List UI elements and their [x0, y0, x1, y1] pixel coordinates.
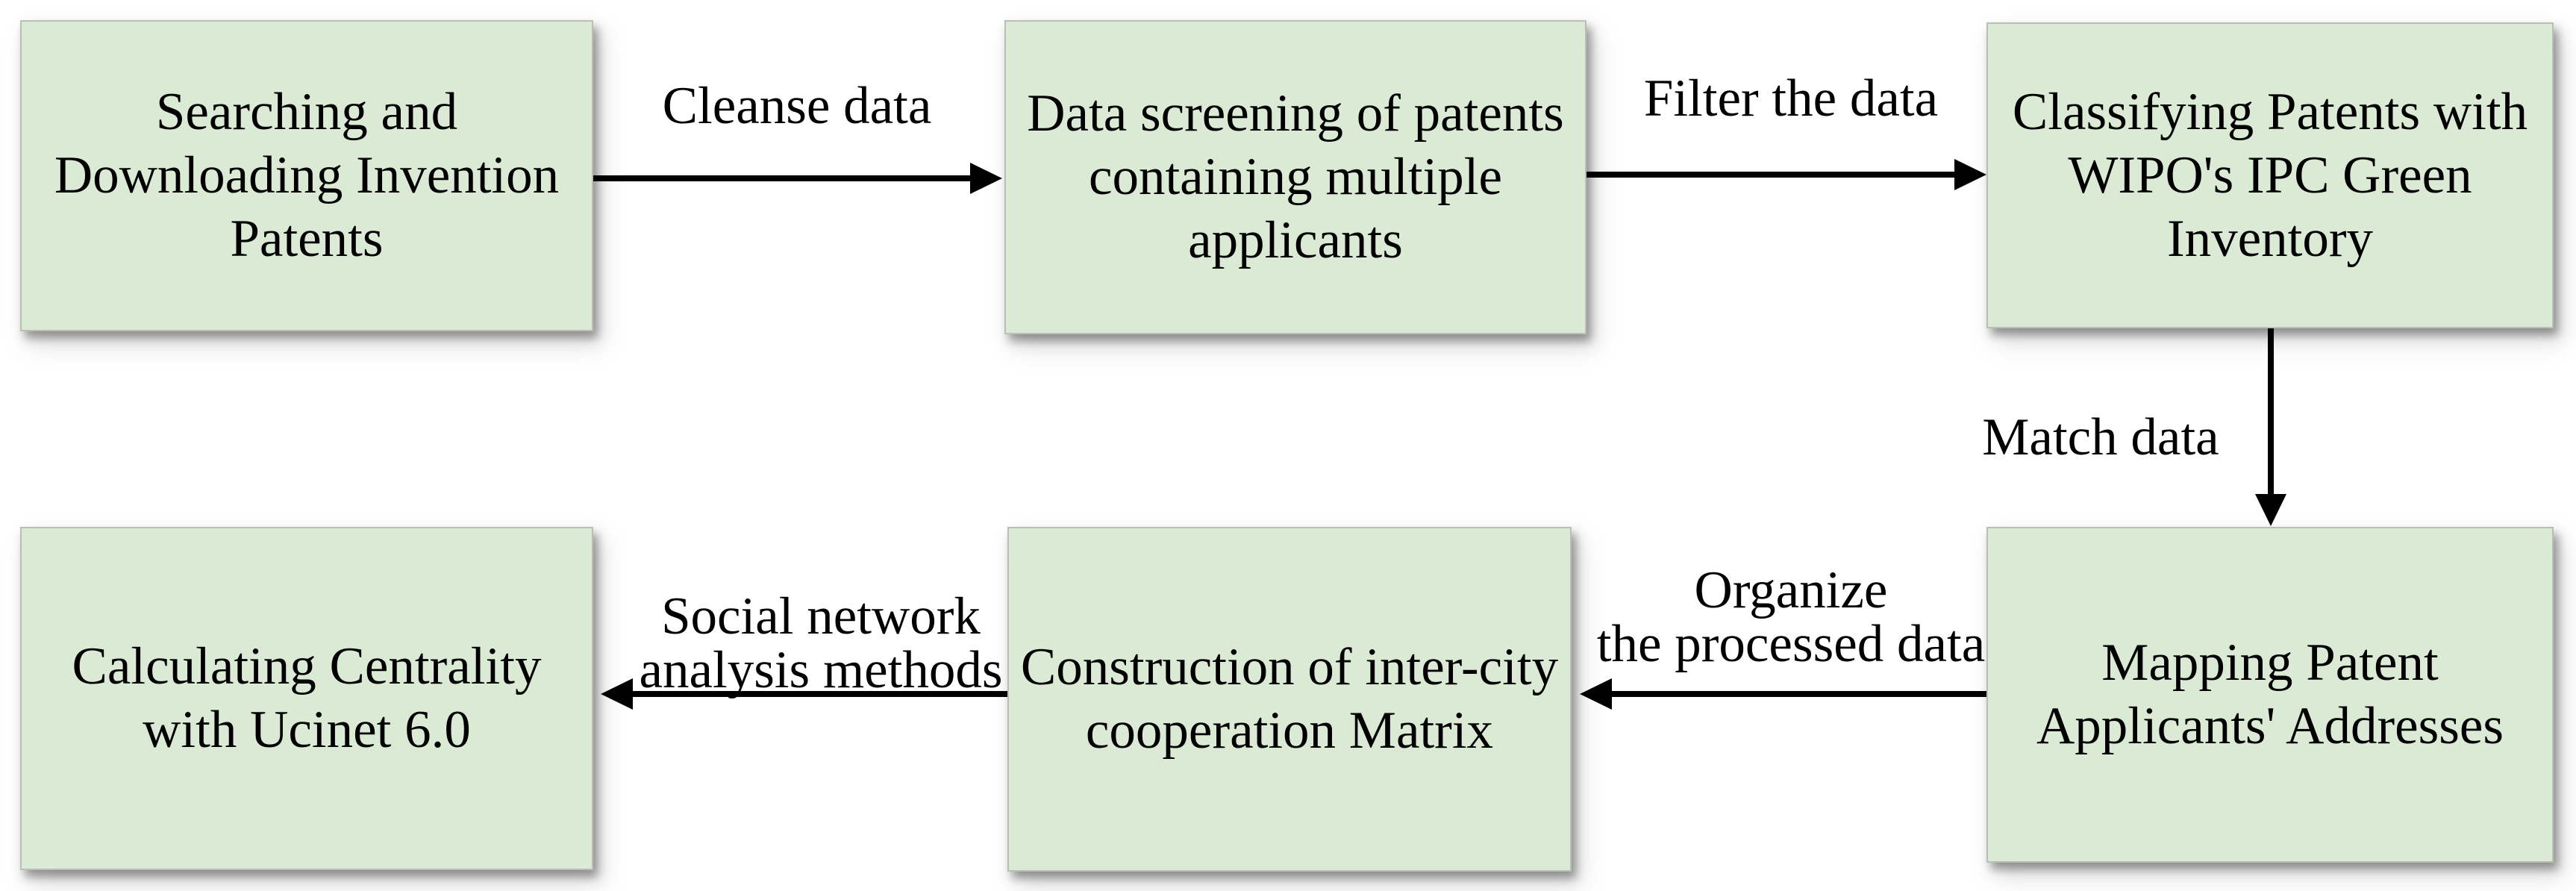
label-line: Filter the data [1643, 69, 1939, 128]
flow-step-construction-matrix: Construction of inter-city cooperation M… [1007, 527, 1572, 872]
label-line: Classifying Patents with [2012, 82, 2528, 141]
arrow-label-social-network-analysis: Social network analysis methods [616, 590, 1026, 697]
arrowhead-right-icon [1954, 159, 1986, 190]
arrow-line [2268, 328, 2274, 495]
label-line: Data screening of patents [1027, 84, 1564, 143]
flow-step-label: Data screening of patents containing mul… [1027, 82, 1564, 272]
label-line: with Ucinet 6.0 [143, 701, 471, 759]
flow-step-searching-downloading-patents: Searching and Downloading Invention Pate… [20, 20, 593, 331]
label-line: WIPO's IPC Green [2068, 146, 2472, 204]
label-line: applicants [1188, 211, 1403, 269]
flow-step-classifying-patents: Classifying Patents with WIPO's IPC Gree… [1986, 22, 2554, 328]
flow-step-label: Construction of inter-city cooperation M… [1021, 636, 1558, 763]
arrow-line [631, 691, 1007, 697]
arrowhead-left-icon [601, 678, 633, 710]
label-line: Match data [1982, 408, 2219, 466]
label-line: Searching and [155, 83, 458, 141]
flow-step-label: Mapping Patent Applicants' Addresses [2036, 631, 2504, 758]
arrowhead-down-icon [2255, 494, 2286, 526]
label-line: cooperation Matrix [1085, 701, 1494, 760]
label-line: containing multiple [1088, 148, 1503, 206]
label-line: Mapping Patent [2101, 634, 2439, 692]
arrow-line [593, 175, 972, 181]
arrow-label-cleanse-data: Cleanse data [610, 79, 984, 133]
flow-step-label: Calculating Centrality with Ucinet 6.0 [72, 635, 542, 762]
arrow-label-filter-the-data: Filter the data [1604, 72, 1978, 125]
arrow-label-match-data: Match data [1914, 410, 2287, 464]
arrow-line [1610, 691, 1986, 697]
label-line: Downloading Invention [54, 146, 560, 204]
flow-step-calculating-centrality: Calculating Centrality with Ucinet 6.0 [20, 527, 593, 870]
flow-step-mapping-addresses: Mapping Patent Applicants' Addresses [1986, 527, 2554, 863]
label-line: Patents [230, 210, 384, 268]
flow-step-label: Classifying Patents with WIPO's IPC Gree… [2013, 81, 2527, 271]
arrow-label-organize-processed-data: Organize the processed data [1567, 563, 2015, 671]
label-line: the processed data [1596, 615, 1986, 673]
arrow-line [1586, 172, 1957, 178]
flow-step-label: Searching and Downloading Invention Pate… [54, 81, 559, 271]
label-line: Cleanse data [662, 77, 932, 135]
arrowhead-left-icon [1580, 678, 1612, 710]
label-line: analysis methods [639, 641, 1003, 699]
arrowhead-right-icon [970, 163, 1002, 194]
flow-step-data-screening: Data screening of patents containing mul… [1004, 20, 1586, 334]
label-line: Social network [661, 587, 981, 645]
label-line: Calculating Centrality [72, 637, 542, 695]
label-line: Inventory [2166, 209, 2374, 268]
label-line: Organize [1694, 561, 1888, 619]
label-line: Construction of inter-city [1020, 638, 1559, 696]
label-line: Applicants' Addresses [2036, 697, 2504, 755]
